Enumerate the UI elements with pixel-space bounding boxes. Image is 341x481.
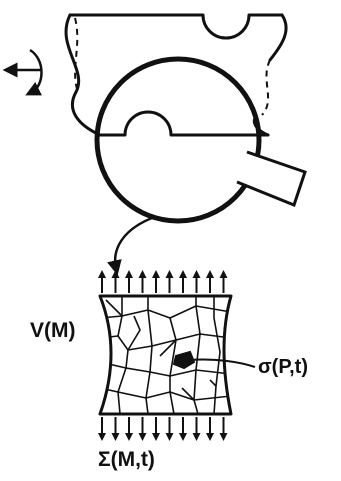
leader-line (189, 358, 256, 368)
grain-boundaries (100, 296, 231, 414)
highlighted-grain (172, 350, 196, 370)
bottom-traction-arrows (98, 417, 228, 441)
pointer-arrow-icon (107, 216, 153, 276)
volume-label: V(M) (30, 319, 76, 342)
top-traction-arrows (98, 270, 228, 293)
grain-volume-element (98, 270, 256, 441)
magnifier-lens-icon (94, 56, 307, 224)
rotation-arrow-icon (2, 48, 43, 96)
macro-stress-label: Σ(M,t) (98, 448, 155, 471)
local-stress-label: σ(P,t) (258, 356, 308, 378)
hidden-edges (74, 17, 271, 116)
